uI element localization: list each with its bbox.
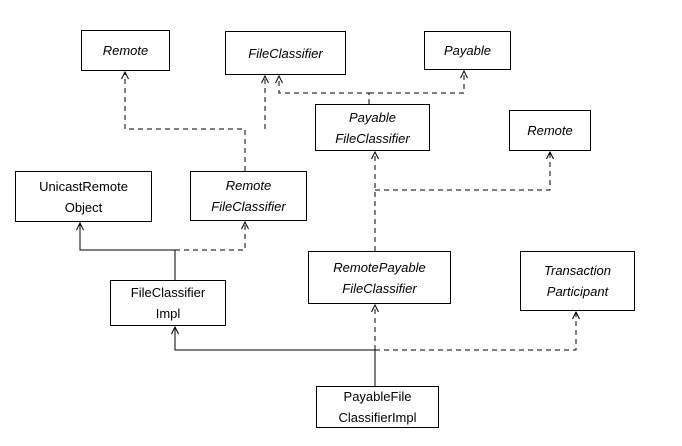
arrowhead-icon-payable-file-classifier-impl-to-file-classifier-impl <box>171 325 179 335</box>
arrowhead-icon-payable-file-classifier-impl-to-transaction-participant <box>572 310 580 320</box>
edge-payable-file-classifier-impl-to-file-classifier-impl <box>174 327 376 386</box>
class-label-line: RemotePayable <box>333 259 426 275</box>
edge-remote-file-classifier-to-remote <box>124 72 246 171</box>
class-label-line: FileClassifier <box>211 199 286 214</box>
class-label-line: Remote <box>527 123 573 138</box>
class-label-line: ClassifierImpl <box>338 410 417 425</box>
class-label-line: PayableFile <box>343 389 412 404</box>
class-label-line: FileClassifier <box>342 280 417 296</box>
class-label-line: Remote <box>225 178 272 193</box>
class-label-line: Participant <box>546 284 609 299</box>
arrowhead-icon-remote-file-classifier-to-file-classifier <box>261 74 269 84</box>
class-label-line: FileClassifier <box>335 130 410 146</box>
edge-payable-file-classifier-to-payable <box>369 71 465 94</box>
arrowhead-icon-remote-payable-file-classifier-to-remote <box>546 150 554 160</box>
class-box-remote-2: Remote <box>509 110 591 151</box>
arrowhead-icon-file-classifier-impl-to-remote-file-classifier <box>241 220 249 230</box>
edge-remote-payable-file-classifier-to-remote <box>375 152 551 191</box>
class-label-line: Remote <box>102 43 149 58</box>
class-label-line: Payable <box>444 43 491 58</box>
arrowhead-icon-payable-file-classifier-to-file-classifier <box>275 74 283 84</box>
edge-file-classifier-impl-to-unicast-remote-object <box>79 223 176 280</box>
arrowhead-icon-payable-file-classifier-to-payable <box>460 69 468 79</box>
arrowhead-icon-payable-file-classifier-impl-to-remote-payable-file-classifier <box>371 303 379 313</box>
class-box-file-classifier: FileClassifier <box>225 31 346 75</box>
class-label-line: FileClassifier <box>130 285 206 300</box>
class-label-line: Object <box>64 199 103 215</box>
class-box-remote-1: Remote <box>81 30 170 71</box>
arrowhead-icon-file-classifier-impl-to-unicast-remote-object <box>76 221 84 231</box>
class-label-line: UnicastRemote <box>39 178 128 194</box>
class-label-line: Payable <box>349 109 396 125</box>
edge-payable-file-classifier-to-file-classifier <box>278 76 370 104</box>
class-label-line: Transaction <box>544 263 611 278</box>
class-label-line: FileClassifier <box>248 45 323 61</box>
arrowhead-icon-remote-file-classifier-to-remote <box>121 70 129 80</box>
class-box-payable: Payable <box>424 31 511 70</box>
edge-file-classifier-impl-to-remote-file-classifier <box>175 222 246 251</box>
arrowhead-icon-remote-payable-file-classifier-to-payable-file-classifier <box>371 150 379 160</box>
class-label-line: Impl <box>155 306 181 321</box>
edge-payable-file-classifier-impl-to-transaction-participant <box>375 312 577 351</box>
